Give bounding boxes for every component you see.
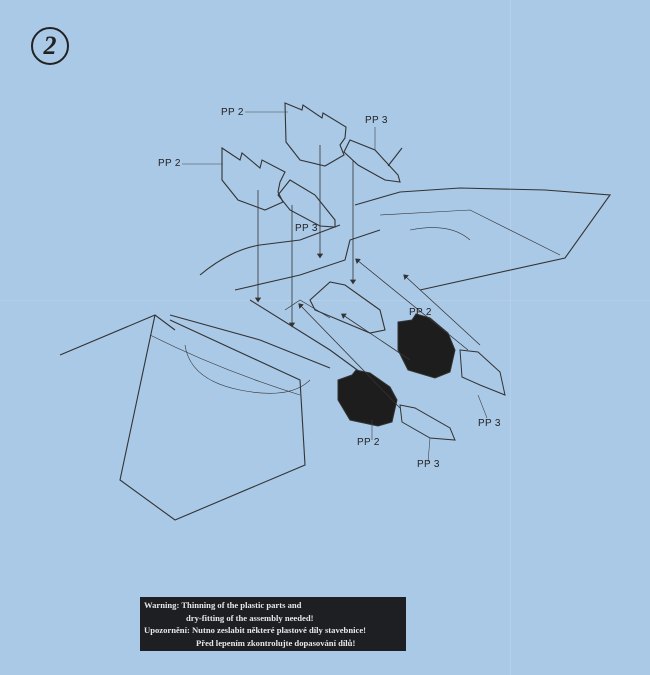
upper-parts xyxy=(221,102,403,228)
label-pp2: PP 2 xyxy=(357,437,380,448)
warning-box: Warning: Thinning of the plastic parts a… xyxy=(140,597,406,651)
label-pp2: PP 2 xyxy=(221,107,244,118)
label-pp2: PP 2 xyxy=(158,158,181,169)
label-pp3: PP 3 xyxy=(417,459,440,470)
paper-fold xyxy=(0,300,650,301)
warning-line: Upozornění: Nutno zeslabit některé plast… xyxy=(144,625,366,635)
warning-line: Warning: Thinning of the plastic parts a… xyxy=(144,600,302,610)
warning-line: dry-fitting of the assembly needed! xyxy=(186,612,314,623)
warning-line: Před lepením zkontrolujte dopasování díl… xyxy=(196,637,356,648)
label-pp2: PP 2 xyxy=(409,307,432,318)
label-pp3: PP 3 xyxy=(365,115,388,126)
label-pp3: PP 3 xyxy=(295,223,318,234)
leader-lines xyxy=(182,111,488,463)
assembly-arrows xyxy=(254,145,481,409)
step-number: 2 xyxy=(31,27,69,65)
paper-fold xyxy=(510,0,511,675)
lower-parts xyxy=(337,313,506,441)
airframe-outline xyxy=(59,187,612,521)
label-pp3: PP 3 xyxy=(478,418,501,429)
